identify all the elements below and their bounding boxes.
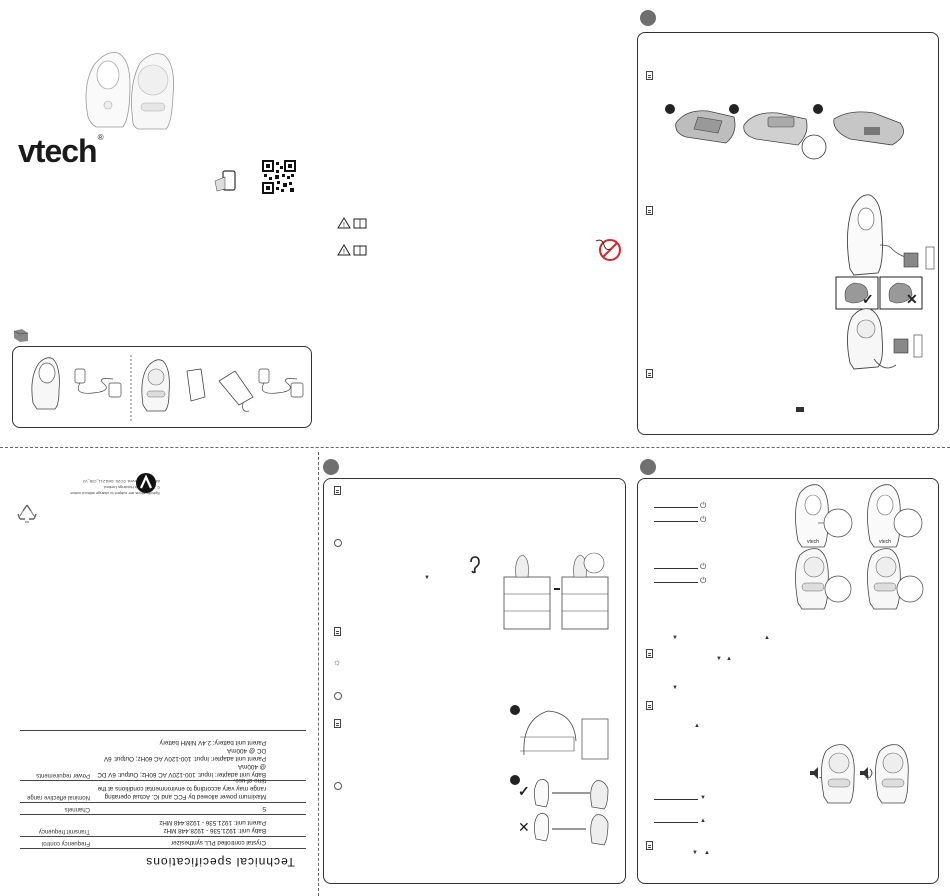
warning-icon: ! bbox=[337, 217, 351, 229]
fold-line-vertical bbox=[318, 452, 319, 896]
monitor-illustration bbox=[85, 52, 174, 130]
section-marker bbox=[323, 459, 339, 475]
note-icon bbox=[646, 206, 653, 215]
package-contents-panel bbox=[12, 346, 312, 428]
section-marker bbox=[640, 459, 656, 475]
spec-value-power: Baby unit adapter: Input: 100-120V AC 60… bbox=[97, 739, 266, 778]
spec-label-power: Power requirements bbox=[36, 772, 90, 778]
setup-panel: ✓ ✕ bbox=[637, 32, 939, 435]
callout-line bbox=[654, 507, 698, 508]
clock-icon bbox=[334, 782, 342, 790]
qr-code-icon[interactable] bbox=[262, 160, 296, 194]
tech-specs-table: Frequency control Crystal controlled PLL… bbox=[20, 729, 306, 849]
spec-label-frequency-control: Frequency control bbox=[41, 840, 90, 846]
vol-down-icon: ▼ bbox=[692, 850, 698, 856]
vtech-a-logo bbox=[135, 472, 157, 494]
manual-icon bbox=[353, 245, 367, 256]
vol-up-icon: ▲ bbox=[700, 818, 706, 824]
manual-icon bbox=[353, 218, 367, 229]
product-image-monitors bbox=[78, 45, 178, 135]
vol-down-icon: ▼ bbox=[700, 795, 706, 801]
svg-text:vtech: vtech bbox=[807, 539, 819, 545]
clock-icon bbox=[334, 692, 342, 700]
callout-line bbox=[654, 822, 698, 823]
power-icon: ⏻ bbox=[700, 562, 707, 571]
spec-value-channels: 5 bbox=[262, 805, 266, 812]
section-marker bbox=[640, 10, 656, 26]
operation-illustrations: vtech vtech bbox=[795, 484, 924, 804]
callout-line bbox=[654, 521, 698, 522]
placement-illustrations bbox=[503, 552, 609, 846]
power-icon: ⏻ bbox=[700, 501, 707, 510]
spec-label-transmit-frequency: Transmit frequency bbox=[38, 828, 90, 834]
setup-illustrations bbox=[665, 104, 935, 412]
power-icon: ⏻ bbox=[700, 576, 707, 585]
recycle-box-icon bbox=[12, 327, 30, 343]
note-icon bbox=[646, 369, 653, 378]
phone-icon bbox=[213, 167, 241, 195]
vol-up-icon: ▲ bbox=[694, 723, 700, 729]
vol-down-icon: ▼ bbox=[716, 656, 722, 662]
clock-icon bbox=[334, 539, 342, 547]
sun-icon: ☼ bbox=[333, 657, 342, 667]
note-icon bbox=[646, 841, 653, 850]
vol-up-icon: ▲ bbox=[764, 635, 770, 641]
specs-title: Technical specifications bbox=[145, 855, 295, 869]
note-icon bbox=[646, 71, 653, 80]
check-label: ✓ bbox=[518, 783, 530, 799]
svg-text:!: ! bbox=[343, 222, 345, 229]
spec-label-channels: Channels bbox=[64, 806, 90, 812]
callout-line bbox=[654, 568, 698, 569]
cross-label: ✕ bbox=[906, 291, 918, 307]
spec-value-frequency-control: Crystal controlled PLL synthesizer bbox=[171, 839, 266, 846]
callout-line bbox=[654, 582, 698, 583]
callout-line bbox=[654, 799, 698, 800]
fold-line-horizontal bbox=[0, 447, 950, 448]
check-label: ✓ bbox=[862, 291, 874, 307]
down-arrow: ▼ bbox=[424, 575, 430, 581]
note-icon bbox=[646, 701, 653, 710]
power-icon: ⏻ bbox=[700, 515, 707, 524]
note-icon bbox=[334, 719, 341, 728]
package-contents-illustration bbox=[31, 355, 304, 421]
spec-label-range: Nominal effective range bbox=[27, 794, 90, 800]
no-cord-warning-icon bbox=[594, 235, 622, 261]
operation-panel: ⏻ ⏻ ⏻ ⏻ ▼ ▲ ▼ ▲ ▼ ▲ ▼ ▲ ▼ ▲ − + vtech vt… bbox=[637, 478, 939, 884]
warning-icon: ! bbox=[337, 244, 351, 256]
svg-text:vtech: vtech bbox=[879, 539, 891, 545]
cross-label: ✕ bbox=[518, 819, 530, 835]
placement-panel: ☼ ▼ ✓ ✕ bbox=[323, 478, 626, 884]
vol-up-icon: ▲ bbox=[704, 850, 710, 856]
vol-down-icon: ▼ bbox=[672, 685, 678, 691]
vtech-logo: vtech® bbox=[18, 133, 103, 169]
svg-text:!: ! bbox=[343, 249, 345, 256]
vol-down-icon: ▼ bbox=[672, 635, 678, 641]
vol-up-icon: ▲ bbox=[726, 656, 732, 662]
note-icon bbox=[334, 486, 341, 495]
note-icon bbox=[646, 649, 653, 658]
spec-value-transmit-frequency: Baby unit: 1921.536 - 1928.448 MHz Paren… bbox=[159, 819, 266, 834]
ear-icon bbox=[468, 556, 480, 574]
note-icon bbox=[334, 627, 341, 636]
qr-code-graphic bbox=[262, 160, 296, 194]
recycle-icon bbox=[16, 503, 38, 525]
